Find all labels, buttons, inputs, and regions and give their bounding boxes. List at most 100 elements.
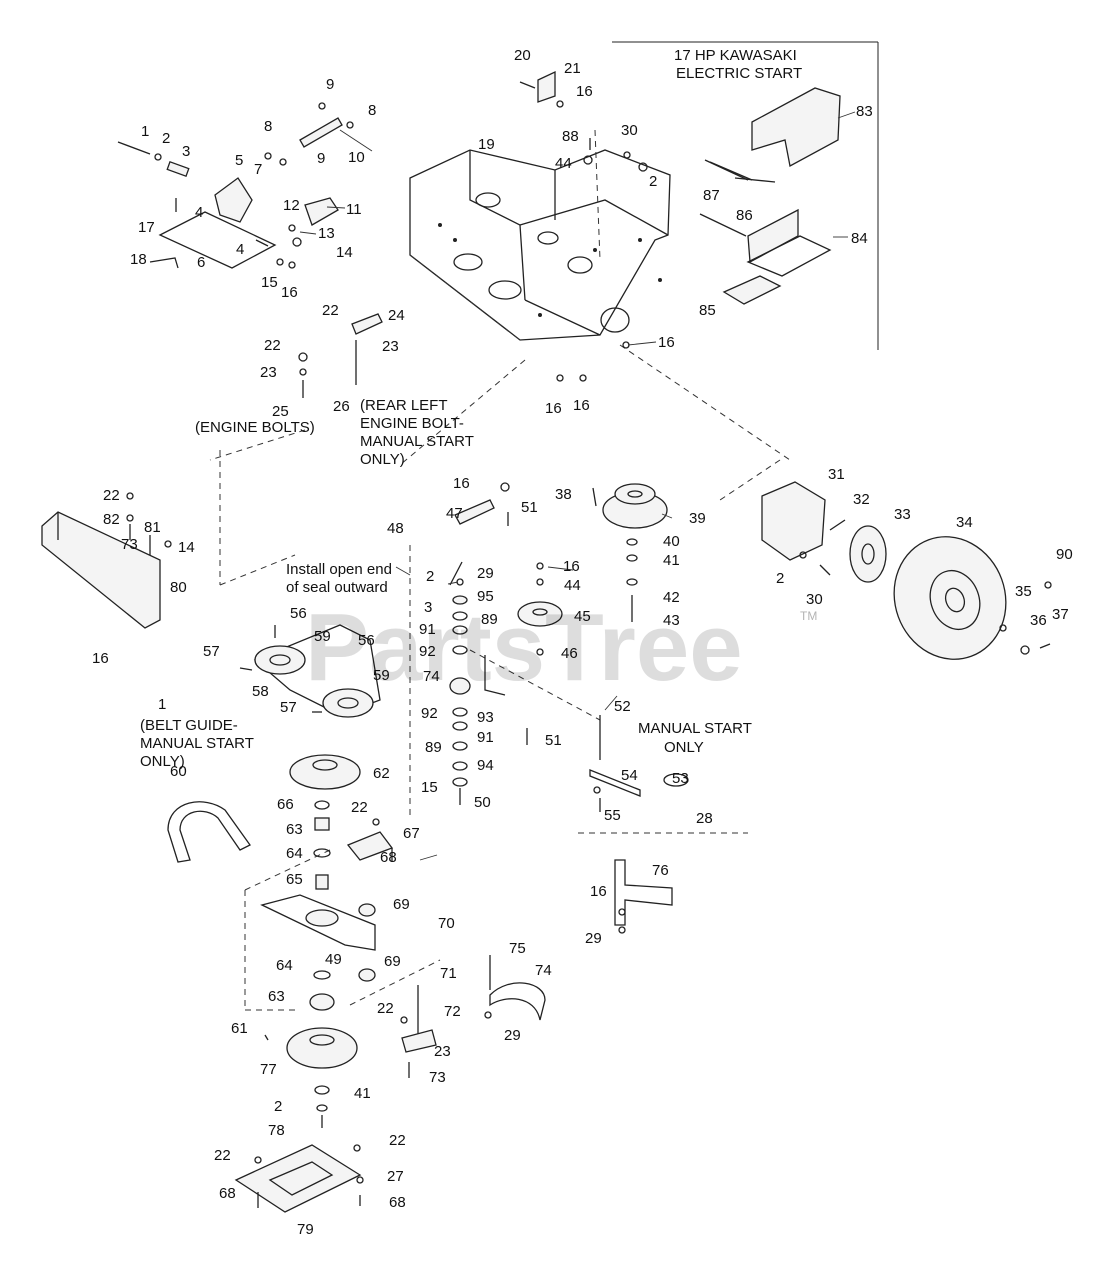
- callout: 66: [277, 796, 294, 813]
- callout: 45: [574, 608, 591, 625]
- callout: 16: [576, 83, 593, 100]
- frame-hardware: [298, 70, 648, 398]
- callout: 23: [382, 338, 399, 355]
- callout: 36: [1030, 612, 1047, 629]
- callout: 21: [564, 60, 581, 77]
- callout: 1: [141, 123, 149, 140]
- belt-guide-note-line1: (BELT GUIDE-: [140, 717, 238, 734]
- callout: 16: [573, 397, 590, 414]
- callout: 54: [621, 767, 638, 784]
- callout: 43: [663, 612, 680, 629]
- callout: 47: [446, 505, 463, 522]
- callout: 22: [377, 1000, 394, 1017]
- rear-left-note-line3: MANUAL START: [360, 433, 474, 450]
- assembly-guide-lines: [209, 129, 791, 1011]
- callout: 59: [373, 667, 390, 684]
- leader-lines: [299, 111, 856, 861]
- callout: 41: [354, 1085, 371, 1102]
- callout: 16: [453, 475, 470, 492]
- callout: 22: [214, 1147, 231, 1164]
- callout: 40: [663, 533, 680, 550]
- callout: 68: [389, 1194, 406, 1211]
- callout: 51: [545, 732, 562, 749]
- right-lower-parts: [484, 715, 689, 1021]
- callout: 3: [182, 143, 190, 160]
- callout: 2: [649, 173, 657, 190]
- callout: 17: [138, 219, 155, 236]
- callout: 64: [276, 957, 293, 974]
- callout: 41: [663, 552, 680, 569]
- callout: 32: [853, 491, 870, 508]
- callout: 22: [389, 1132, 406, 1149]
- electric-start-section: 17 HP KAWASAKI ELECTRIC START: [612, 41, 879, 350]
- callout: 59: [314, 628, 331, 645]
- main-frame: [409, 149, 671, 341]
- callout: 53: [672, 770, 689, 787]
- callout: 9: [317, 150, 325, 167]
- callout: 57: [280, 699, 297, 716]
- callout: 65: [286, 871, 303, 888]
- callout: 79: [297, 1221, 314, 1238]
- callout: 71: [440, 965, 457, 982]
- engine-bolts-note: (ENGINE BOLTS): [195, 419, 315, 436]
- callout-numbers: 1 2 3 4 4 5 6 7 8 8 9 9 10 11 12 13 14 1…: [92, 47, 1073, 1238]
- callout: 74: [423, 668, 440, 685]
- callout: 2: [162, 130, 170, 147]
- callout: 30: [806, 591, 823, 608]
- callout: 1: [158, 696, 166, 713]
- callout: 48: [387, 520, 404, 537]
- callout: 3: [424, 599, 432, 616]
- callout: 39: [689, 510, 706, 527]
- upper-left-linkage: [117, 102, 354, 269]
- center-spindle-stack: [449, 482, 528, 805]
- callout: 57: [203, 643, 220, 660]
- callout: 63: [268, 988, 285, 1005]
- callout: 82: [103, 511, 120, 528]
- manual-start-note-line2: ONLY: [664, 739, 704, 756]
- callout: 56: [290, 605, 307, 622]
- callout: 5: [235, 152, 243, 169]
- callout: 2: [426, 568, 434, 585]
- callout: 91: [419, 621, 436, 638]
- callout: 46: [561, 645, 578, 662]
- callout: 61: [231, 1020, 248, 1037]
- belt-guide-note-line2: MANUAL START: [140, 735, 254, 752]
- callout: 49: [325, 951, 342, 968]
- callout: 22: [103, 487, 120, 504]
- kawasaki-note-line1: 17 HP KAWASAKI: [674, 47, 797, 64]
- callout: 26: [333, 398, 350, 415]
- callout: 67: [403, 825, 420, 842]
- callout: 25: [272, 403, 289, 420]
- callout: 2: [776, 570, 784, 587]
- diagram-notes: (ENGINE BOLTS) (REAR LEFT ENGINE BOLT- M…: [140, 397, 752, 770]
- callout: 37: [1052, 606, 1069, 623]
- callout: 8: [264, 118, 272, 135]
- callout: 69: [384, 953, 401, 970]
- callout: 86: [736, 207, 753, 224]
- callout: 16: [545, 400, 562, 417]
- callout: 22: [351, 799, 368, 816]
- callout: 42: [663, 589, 680, 606]
- callout: 14: [178, 539, 195, 556]
- watermark-tm: TM: [800, 609, 817, 623]
- callout: 22: [322, 302, 339, 319]
- callout: 85: [699, 302, 716, 319]
- callout: 12: [283, 197, 300, 214]
- callout: 16: [281, 284, 298, 301]
- callout: 50: [474, 794, 491, 811]
- callout: 73: [429, 1069, 446, 1086]
- rear-left-note-line4: ONLY): [360, 451, 405, 468]
- callout: 33: [894, 506, 911, 523]
- callout: 56: [358, 632, 375, 649]
- callout: 4: [195, 204, 203, 221]
- callout: 55: [604, 807, 621, 824]
- callout: 63: [286, 821, 303, 838]
- callout: 78: [268, 1122, 285, 1139]
- callout: 74: [535, 962, 552, 979]
- callout: 51: [521, 499, 538, 516]
- callout: 35: [1015, 583, 1032, 600]
- callout: 44: [564, 577, 581, 594]
- callout: 29: [477, 565, 494, 582]
- callout: 2: [274, 1098, 282, 1115]
